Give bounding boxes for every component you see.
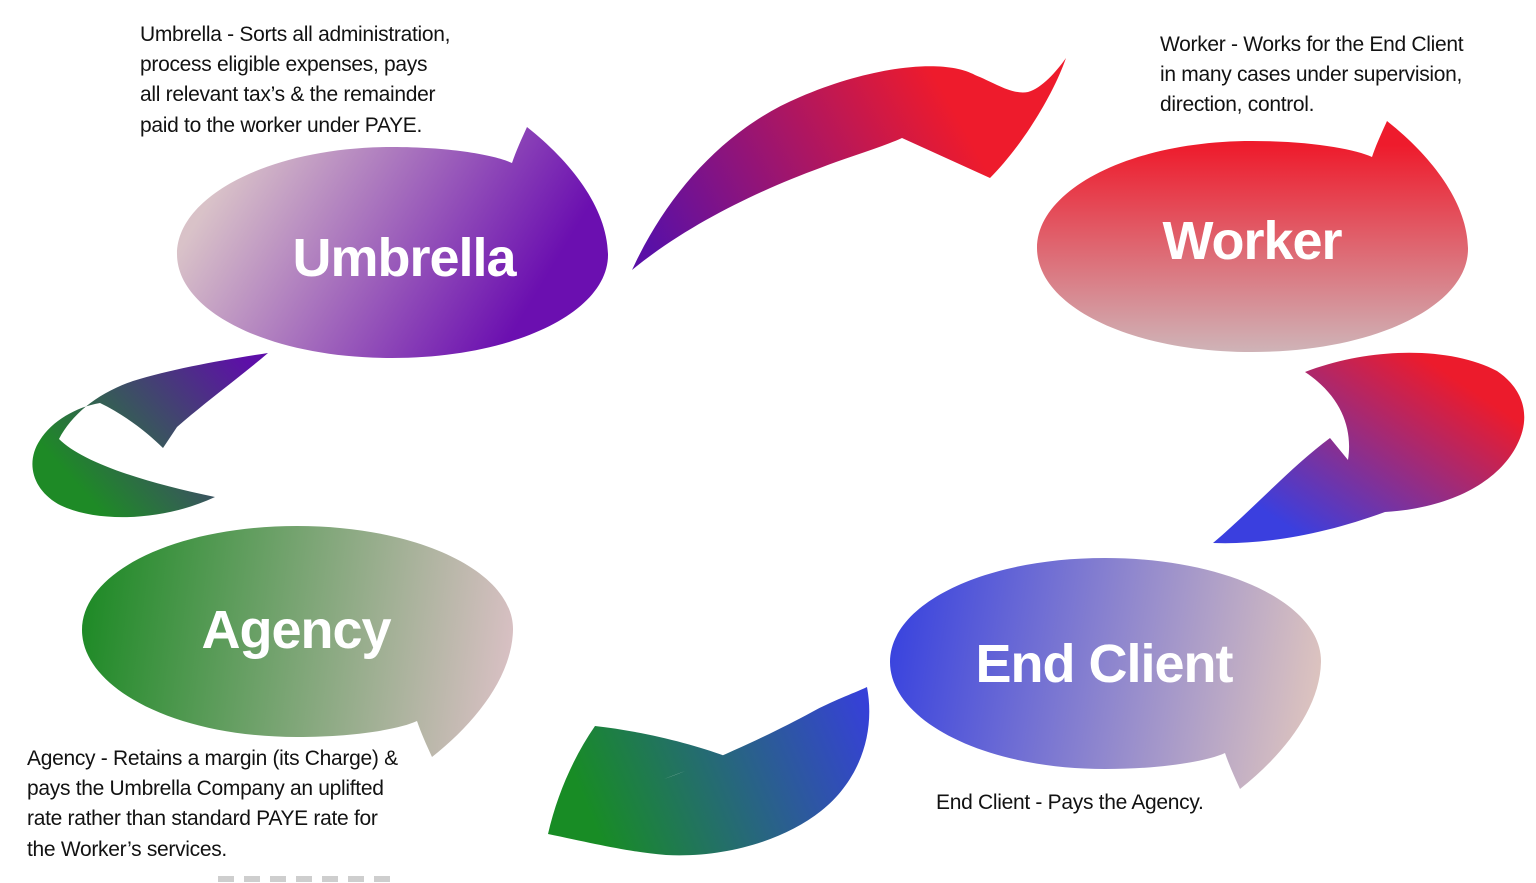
umbrella-to-worker-arrow-icon [632,58,1066,270]
worker-to-end-client-arrow-icon [1213,352,1525,544]
worker-node-label: Worker [1162,211,1342,271]
end-client-to-agency-arrow-icon [548,687,870,856]
agency-to-umbrella-arrow-icon [32,353,269,518]
end-client-description: End Client - Pays the Agency. [936,791,1204,814]
umbrella-node-bubble [177,127,609,358]
agency-node-label: Agency [201,600,391,660]
agency-description: Agency - Retains a margin (its Charge) &… [27,747,398,861]
end-client-node-label: End Client [975,634,1234,694]
cropped-text-artifact [218,876,393,882]
umbrella-description: Umbrella - Sorts all administration, pro… [140,23,451,137]
worker-description: Worker - Works for the End Client in man… [1160,33,1464,117]
agency-node-bubble [82,526,514,757]
umbrella-node-label: Umbrella [292,228,516,288]
worker-node-bubble [1037,121,1469,352]
end-client-node-bubble [890,558,1322,789]
